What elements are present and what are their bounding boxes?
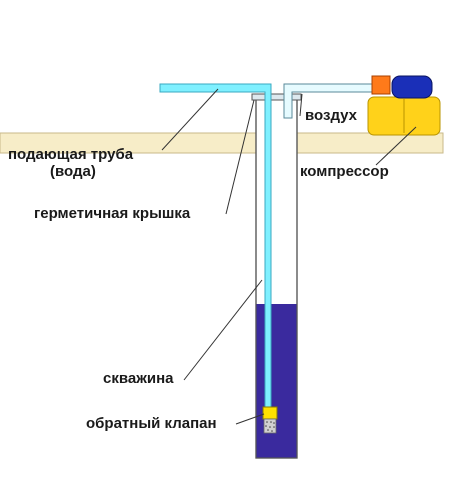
- ground-layer: [0, 132, 444, 154]
- label-well: скважина: [103, 370, 174, 387]
- label-sealed-cap: герметичная крышка: [34, 205, 191, 222]
- label-check-valve: обратный клапан: [86, 415, 217, 432]
- leader-lines: [161, 88, 417, 425]
- well-water: [256, 304, 297, 458]
- sealed-cap: [251, 93, 302, 101]
- leader-check-valve: [235, 413, 265, 425]
- label-air: воздух: [305, 107, 358, 124]
- compressor-unit: [367, 75, 441, 136]
- leader-compressor: [375, 126, 417, 166]
- compressor-motor: [391, 75, 433, 99]
- leader-supply-pipe: [161, 88, 219, 151]
- leader-sealed-cap: [225, 99, 255, 215]
- label-supply-pipe: подающая труба: [8, 146, 134, 163]
- compressor-head: [371, 75, 391, 95]
- label-compressor: компрессор: [300, 163, 389, 180]
- leader-well: [183, 279, 263, 381]
- label-supply-pipe-water: (вода): [50, 163, 96, 180]
- check-valve-mesh-dots: [265, 421, 275, 432]
- leader-air: [299, 93, 303, 117]
- check-valve: [262, 406, 278, 420]
